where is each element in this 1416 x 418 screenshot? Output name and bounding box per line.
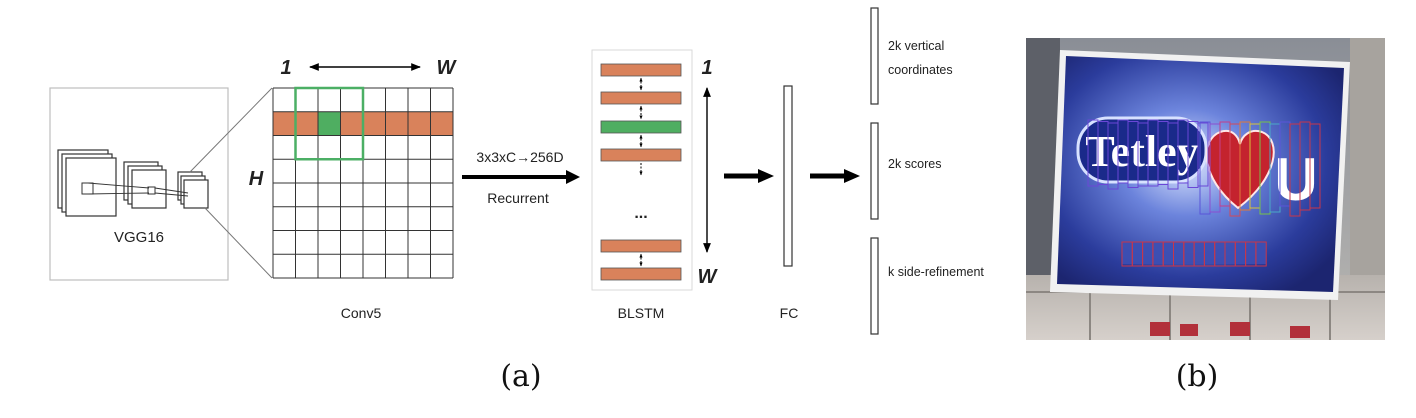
vgg16-connection-lines [87,182,189,197]
recurrent-arrow-group: 3x3xC→256D Recurrent [462,149,580,206]
panel-a: VGG16 1 W H Conv5 3x3xC→256D Recurrent .… [49,7,984,394]
conv5-feature-map [272,86,454,279]
fc-layer: FC [780,85,799,321]
output-label-scores: 2k scores [888,157,942,171]
recurrent-arrow-head [566,170,580,184]
blstm-ellipsis: ... [634,205,647,222]
u-letter: U [1274,146,1317,213]
vgg16-layer-stack-1 [57,149,117,217]
blstm-cell [600,239,682,253]
blstm-frame [591,49,693,291]
text-proposals [1087,119,1321,267]
zoom-lines [189,87,273,279]
vgg16-block: VGG16 [49,87,229,281]
conv5-highlight-cell [318,111,341,136]
fc-bar [783,85,793,267]
arrow-to-fc [724,169,774,183]
blstm-axis-start: 1 [701,57,712,79]
tetley-logo-pill [1076,116,1208,184]
blstm-cell [600,148,682,162]
output-bar-scores [870,122,879,220]
arrow-to-outputs [810,169,860,183]
blstm-cell-active [600,120,682,134]
text-proposal-box [1255,241,1267,267]
conv5-axis-top-end: W [437,57,458,79]
blstm-cell [600,267,682,281]
output-label-side-refinement: k side-refinement [888,265,984,279]
blstm-block: ... 1 W BLSTM [591,49,719,321]
blstm-axis-end: W [698,266,719,288]
recurrent-arrow-top-label: 3x3xC→256D [476,149,563,165]
conv5-sliding-window [294,86,365,161]
vgg16-layer-stack-3 [177,171,209,209]
blstm-cell [600,91,682,105]
vgg16-layer-stack-2 [123,161,167,209]
output-heads: 2k vertical coordinates 2k scores k side… [870,7,984,335]
panel-b-caption: (b) [1176,359,1219,394]
blstm-cell [600,63,682,77]
panel-b: Tetley U (b) [1026,38,1385,394]
output-bar-side-refinement [870,237,879,335]
recurrent-arrow-bottom-label: Recurrent [487,190,549,206]
blstm-label: BLSTM [618,305,665,321]
output-label-vertical-coordinates-line2: coordinates [888,63,953,77]
output-bar-vertical-coordinates [870,7,879,105]
output-label-vertical-coordinates-line1: 2k vertical [888,39,944,53]
text-proposal-box [1309,123,1321,209]
fc-label: FC [780,305,799,321]
text-proposal-box [1197,122,1209,187]
tetley-sign-text: Tetley [1085,127,1198,176]
panel-a-caption: (a) [500,359,541,394]
conv5-axis-top-start: 1 [280,57,291,79]
billboard-photo: Tetley U [1026,38,1385,340]
conv5-axis-left: H [249,168,264,190]
blstm-cells [600,63,682,281]
vgg16-label: VGG16 [114,229,164,246]
conv5-label: Conv5 [341,305,382,321]
photo-red-seats [1150,322,1310,338]
